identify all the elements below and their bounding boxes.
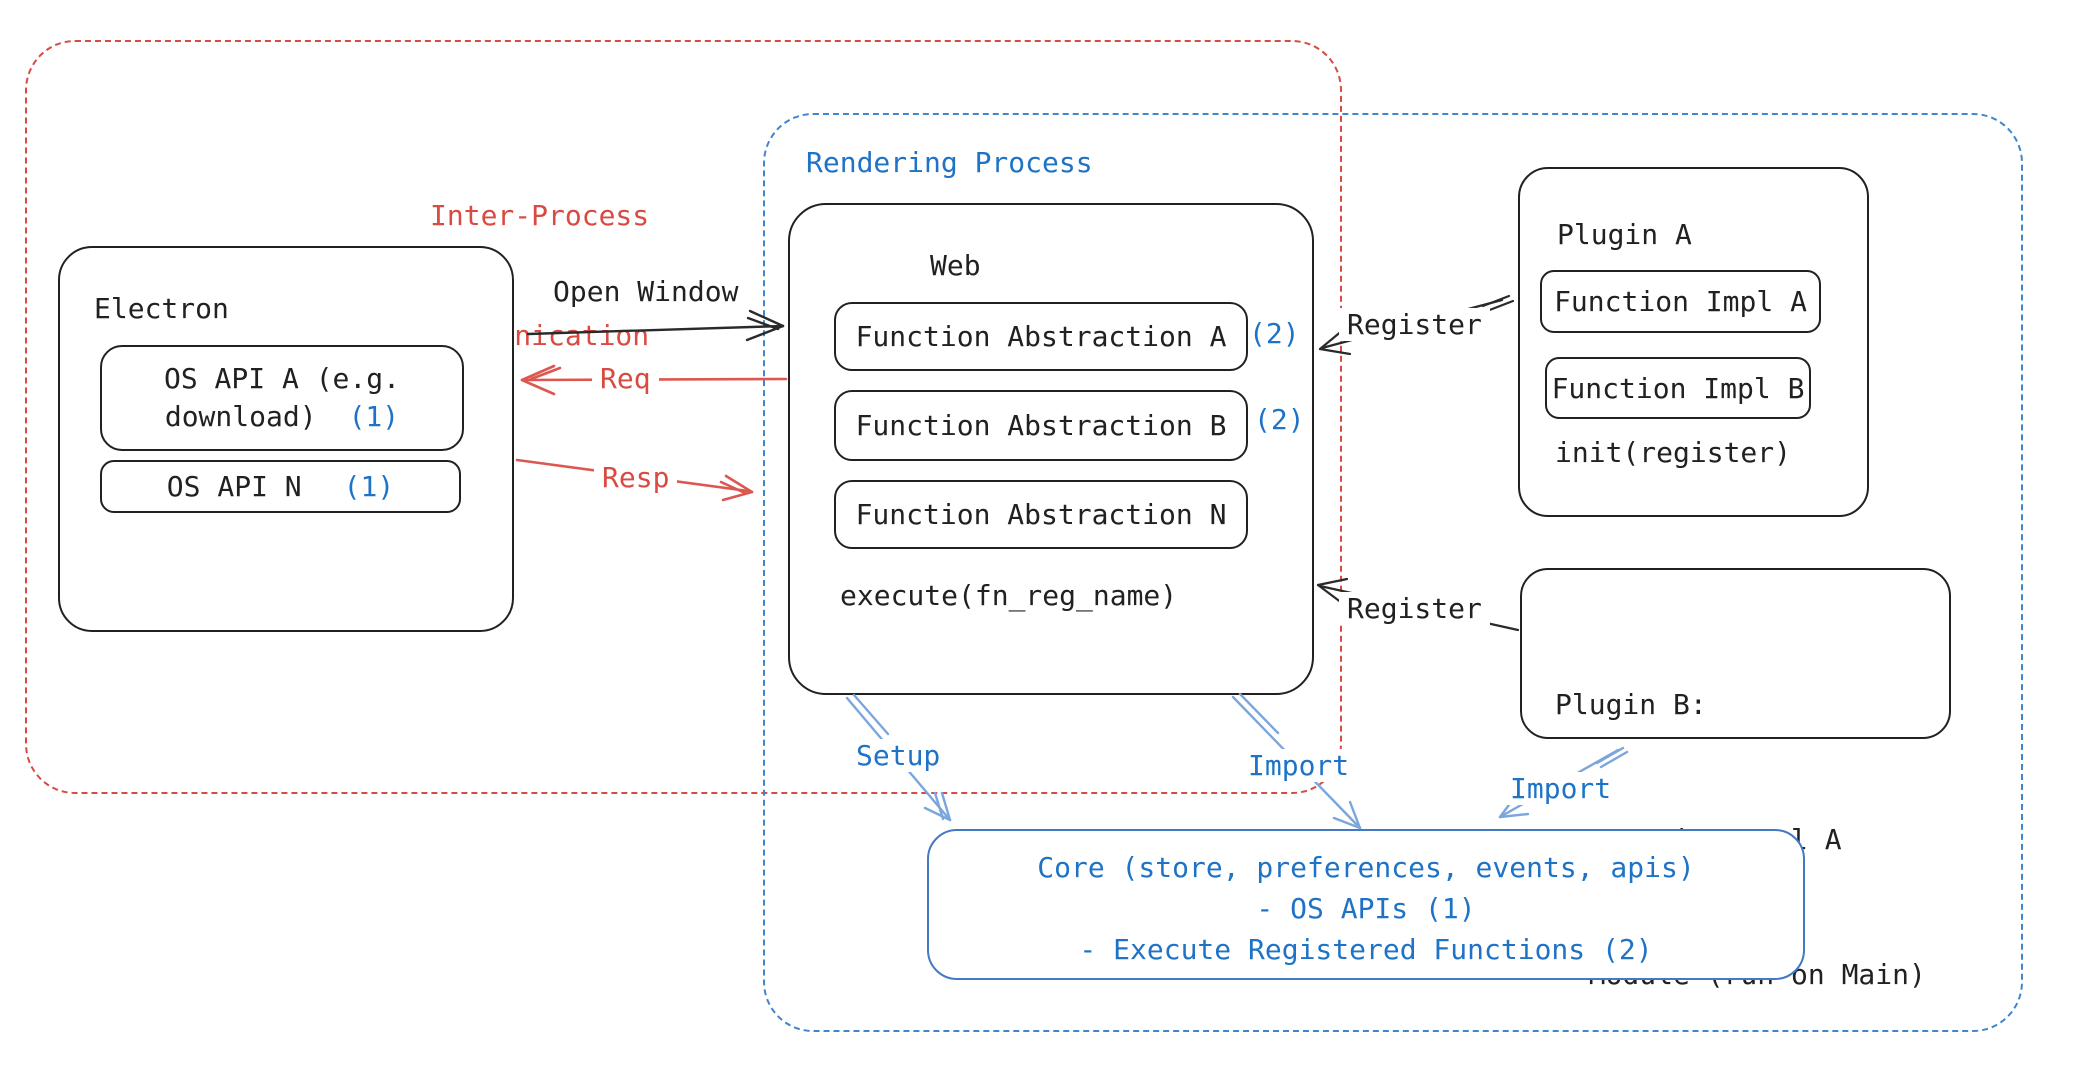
rendering-process-label: Rendering Process <box>806 146 1093 179</box>
req-label: Req <box>592 362 659 395</box>
ipc-label-line1: Inter-Process <box>430 199 650 232</box>
core-box: Core (store, preferences, events, apis) … <box>927 829 1805 980</box>
import-center-label: Import <box>1240 749 1358 782</box>
open-window-arrow <box>526 309 785 342</box>
function-abstraction-b-ref: (2) <box>1254 403 1305 436</box>
execute-label: execute(fn_reg_name) <box>840 579 1178 612</box>
core-item-os-apis: - OS APIs (1) <box>1256 892 1476 925</box>
core-title: Core (store, preferences, events, apis) <box>1037 851 1695 884</box>
function-abstraction-a-box: Function Abstraction A <box>834 302 1248 371</box>
function-abstraction-n-label: Function Abstraction N <box>855 498 1227 531</box>
plugin-a-title: Plugin A <box>1557 218 1692 251</box>
function-abstraction-b-box: Function Abstraction B <box>834 390 1248 461</box>
function-abstraction-a-label: Function Abstraction A <box>855 320 1227 353</box>
os-api-n-ref: (1) <box>343 470 395 503</box>
init-register-label: init(register) <box>1555 436 1792 469</box>
function-impl-b-box: Function Impl B <box>1545 357 1811 419</box>
import-right-arrow <box>1498 746 1629 819</box>
core-lines: Core (store, preferences, events, apis) … <box>929 847 1803 970</box>
setup-label: Setup <box>848 739 949 772</box>
plugin-b-title: Plugin B: <box>1555 688 1707 721</box>
os-api-n-label: OS API N <box>166 470 302 503</box>
open-window-label: Open Window <box>545 275 747 308</box>
register-top-label: Register <box>1339 308 1490 341</box>
import-right-label: Import <box>1502 772 1620 805</box>
electron-box: Electron OS API A (e.g. download) (1) OS … <box>58 246 514 632</box>
core-item-execute: - Execute Registered Functions (2) <box>1079 933 1653 966</box>
ipc-boundary <box>25 40 1342 794</box>
function-impl-b-label: Function Impl B <box>1551 371 1805 405</box>
register-bottom-label: Register <box>1339 592 1490 625</box>
function-impl-a-label: Function Impl A <box>1554 285 1807 318</box>
function-abstraction-a-ref: (2) <box>1249 317 1300 350</box>
web-box: Web Function Abstraction A (2) Function … <box>788 203 1314 695</box>
function-abstraction-n-box: Function Abstraction N <box>834 480 1248 549</box>
os-api-a-label2: download) <box>164 400 317 433</box>
rendering-process-boundary <box>763 113 2023 1032</box>
os-api-a-label: OS API A (e.g. <box>163 362 400 395</box>
plugin-a-box: Plugin A Function Impl A Function Impl B… <box>1518 167 1869 517</box>
os-api-a-ref: (1) <box>348 400 400 433</box>
electron-title: Electron <box>94 292 229 325</box>
os-api-a-box: OS API A (e.g. download) (1) <box>100 345 464 451</box>
function-abstraction-b-label: Function Abstraction B <box>855 409 1227 442</box>
function-impl-a-box: Function Impl A <box>1540 270 1821 333</box>
os-api-n-box: OS API N (1) <box>100 460 461 513</box>
web-title: Web <box>930 249 981 282</box>
resp-label: Resp <box>594 461 678 494</box>
